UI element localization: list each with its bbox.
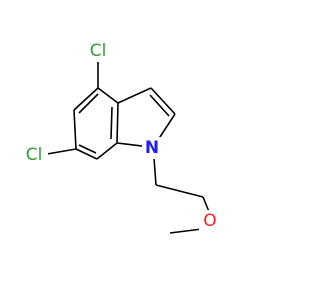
chlorine-left-label: Cl xyxy=(26,145,43,165)
atom-labels: Cl Cl N O xyxy=(20,40,221,232)
bond-c5-c4 xyxy=(73,87,99,111)
nitrogen-atom: N xyxy=(142,137,162,159)
bond-c3-c2-inner xyxy=(149,94,170,117)
bond-c5-c4-inner xyxy=(78,93,99,114)
oxygen-label: O xyxy=(203,211,216,231)
bond-c4-c4a xyxy=(97,87,119,104)
bond-n1-ca xyxy=(153,157,157,186)
bond-c7-c6 xyxy=(75,148,98,160)
bond-c2-n1 xyxy=(157,113,176,141)
bond-ca-cb xyxy=(155,184,204,198)
bond-o-methyl xyxy=(169,228,203,234)
bond-c3-c2 xyxy=(150,87,176,115)
bond-c6-c5 xyxy=(73,109,77,150)
molecule-canvas: Cl Cl N O xyxy=(20,40,221,234)
bond-c6-cl-left xyxy=(46,148,77,155)
oxygen-atom: O xyxy=(199,210,221,232)
bond-c4a-c7a xyxy=(116,102,119,144)
nitrogen-label: N xyxy=(145,138,159,158)
bond-c4a-c3 xyxy=(117,87,152,104)
molecule-structure: Cl Cl N O xyxy=(20,40,221,234)
chlorine-top-label: Cl xyxy=(90,41,107,61)
chlorine-top: Cl xyxy=(84,40,112,62)
bond-c4a-c7a-inner xyxy=(110,106,113,140)
bond-c7-c6-inner xyxy=(78,144,97,154)
bond-c7a-c7 xyxy=(96,142,118,160)
chlorine-left: Cl xyxy=(20,144,48,166)
bonds xyxy=(46,55,213,234)
